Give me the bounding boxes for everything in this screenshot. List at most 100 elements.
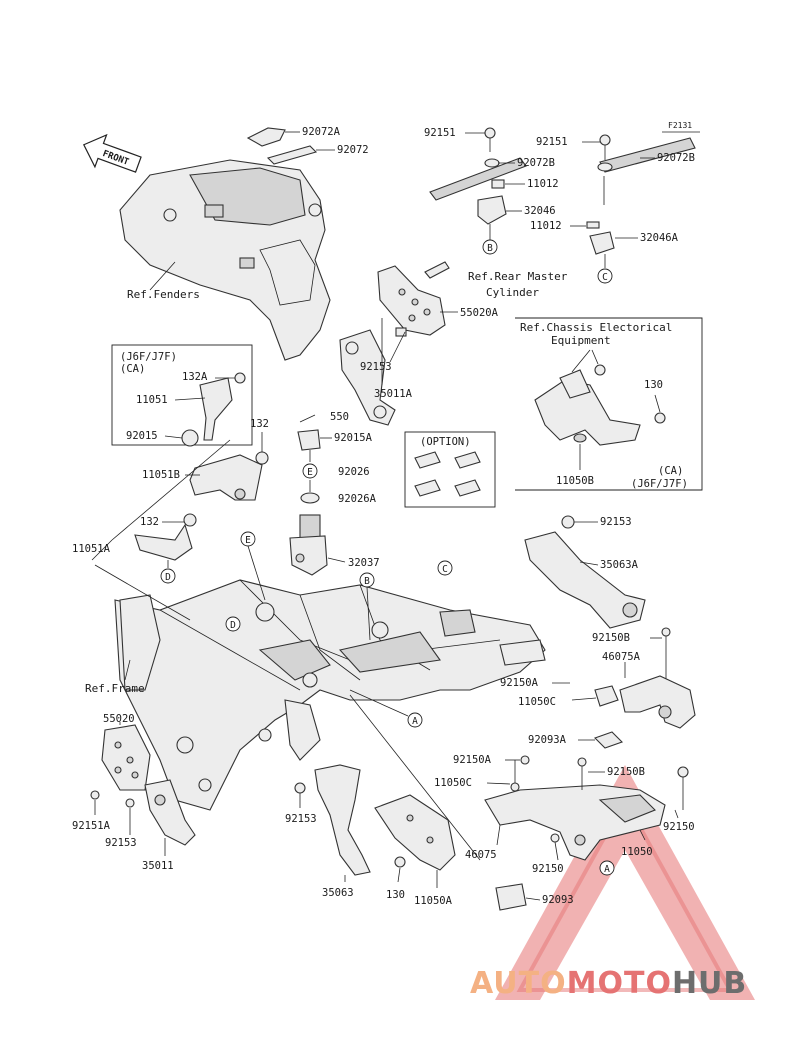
heel-guard-46075 [484, 755, 689, 911]
part-92093A: 92093A [528, 734, 567, 746]
part-92150B-b: 92150B [607, 766, 645, 778]
shock-mount-stack [289, 414, 328, 576]
part-92072B-right: 92072B [657, 152, 695, 164]
part-11050A: 11050A [414, 895, 453, 907]
ref-fenders-label: Ref.Fenders [127, 288, 200, 301]
part-92153-d: 92153 [285, 813, 317, 825]
part-92150B-a: 92150B [592, 632, 630, 644]
callout-a-frame [407, 712, 423, 728]
part-550: 550 [330, 411, 349, 423]
part-92153-b: 92153 [600, 516, 632, 528]
part-92072: 92072 [337, 144, 369, 156]
part-92093: 92093 [542, 894, 574, 906]
part-55020: 55020 [103, 713, 135, 725]
ref-frame-label: Ref.Frame [85, 682, 145, 695]
watermark-triangle [495, 765, 755, 1000]
part-132-b: 132 [140, 516, 159, 528]
part-35011: 35011 [142, 860, 174, 872]
part-92150-b: 92150 [532, 863, 564, 875]
part-55020A: 55020A [460, 307, 499, 319]
part-11050C-a: 11050C [518, 696, 556, 708]
callout-c-top-label: C [602, 272, 608, 283]
bracket-35063A [524, 515, 646, 629]
watermark-logo: AUTOMOTOHUB [470, 966, 747, 1001]
part-92151-left: 92151 [424, 127, 456, 139]
callout-a-frame-label: A [412, 716, 418, 727]
part-32046: 32046 [524, 205, 556, 217]
part-92072A: 92072A [302, 126, 341, 138]
footrest-plate-right [339, 261, 450, 426]
chassis-tag-2: (J6F/J7F) [631, 478, 688, 490]
ca-box-title-1: (J6F/J7F) [120, 351, 177, 363]
watermark-hub: HUB [671, 966, 748, 1001]
part-11012-b: 11012 [530, 220, 562, 232]
part-132-a: 132 [250, 418, 269, 430]
callout-d-left-label: D [165, 572, 171, 583]
part-11051A: 11051A [72, 543, 111, 555]
plate-11050A [374, 794, 456, 871]
callout-e-stack [302, 463, 318, 479]
bracket-35063 [294, 764, 371, 876]
part-92151-right: 92151 [536, 136, 568, 148]
ref-rear-master-line1: Ref.Rear Master [468, 270, 568, 283]
heel-guard-46075A [594, 627, 696, 729]
part-11012-a: 11012 [527, 178, 559, 190]
strap-group-right [586, 134, 696, 268]
part-35063: 35063 [322, 887, 354, 899]
callout-d-frame [225, 616, 241, 632]
callout-e-stack-label: E [307, 467, 313, 478]
part-35063A: 35063A [600, 559, 639, 571]
part-92015: 92015 [126, 430, 158, 442]
callout-e-frame-label: E [245, 535, 251, 546]
chassis-tag-1: (CA) [658, 465, 683, 477]
part-130-a: 130 [644, 379, 663, 391]
callout-b-frame-label: B [364, 576, 370, 587]
strip-92072A [246, 127, 286, 147]
option-box [404, 431, 496, 508]
rear-fender-part [119, 159, 331, 361]
part-92015A: 92015A [334, 432, 373, 444]
electrical-bracket-part [534, 364, 666, 446]
part-92072B-left: 92072B [517, 157, 555, 169]
part-92026: 92026 [338, 466, 370, 478]
part-92153-c: 92153 [105, 837, 137, 849]
bracket-left-small [134, 513, 197, 561]
ref-chassis-line2: Equipment [551, 334, 611, 347]
chassis-electrical-box [515, 317, 703, 491]
frame-part [114, 579, 546, 811]
bracket-11051B [189, 451, 269, 501]
part-92150A-b: 92150A [453, 754, 492, 766]
part-92153-a: 92153 [360, 361, 392, 373]
part-35011A: 35011A [374, 388, 413, 400]
part-130-b: 130 [386, 889, 405, 901]
part-92026A: 92026A [338, 493, 377, 505]
ca-box-title-2: (CA) [120, 363, 145, 375]
callout-d-frame-label: D [230, 620, 236, 631]
option-title: (OPTION) [420, 436, 471, 448]
callout-b-top [482, 239, 498, 255]
callout-d-left [160, 568, 176, 584]
part-11050: 11050 [621, 846, 653, 858]
strip-92072 [266, 145, 318, 165]
footrest-plate-left [90, 724, 196, 846]
part-92151A: 92151A [72, 820, 111, 832]
callout-c-top [597, 268, 613, 284]
option-parts [414, 451, 481, 497]
callout-a-lower-label: A [604, 864, 610, 875]
callout-c-frame [437, 560, 453, 576]
ref-chassis-line1: Ref.Chassis Electorical [520, 321, 672, 334]
watermark-auto: AUTO [470, 966, 567, 1001]
ca-variant-box [111, 344, 253, 446]
callout-c-frame-label: C [442, 564, 448, 575]
part-11051: 11051 [136, 394, 168, 406]
part-11050C-b: 11050C [434, 777, 472, 789]
figure-code: F2131 [668, 121, 692, 130]
front-arrow-icon: FRONT [82, 133, 142, 173]
ref-rear-master-line2: Cylinder [486, 286, 539, 299]
part-32037: 32037 [348, 557, 380, 569]
callout-b-top-label: B [487, 243, 493, 254]
part-46075: 46075 [465, 849, 497, 861]
part-92150A-a: 92150A [500, 677, 539, 689]
